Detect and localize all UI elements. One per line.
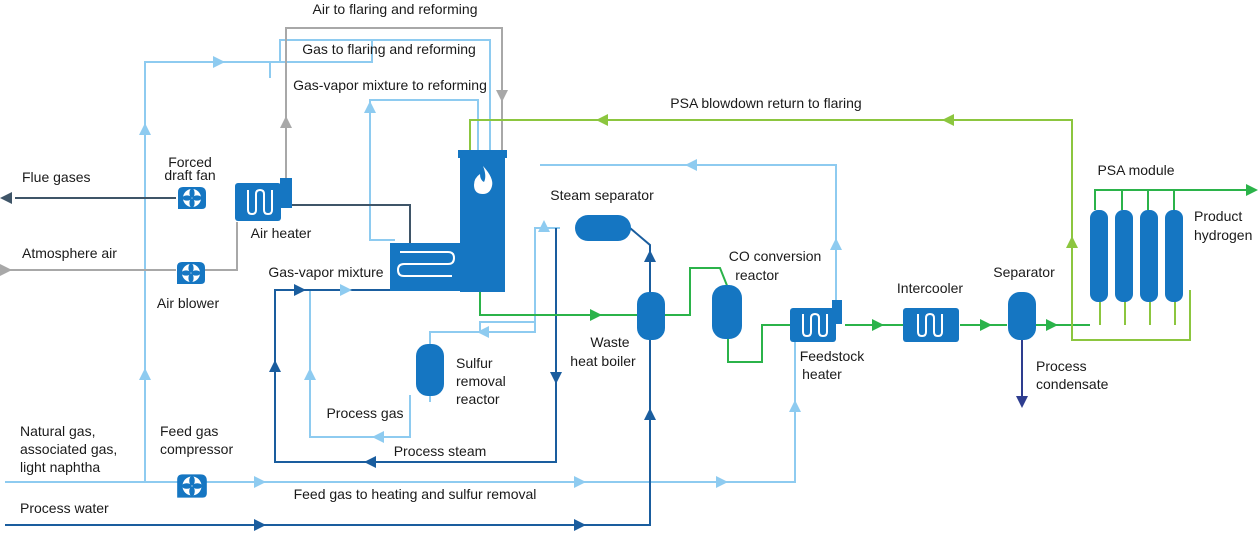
air-heater-icon [235, 178, 292, 221]
feed-gas-compressor-label-2: compressor [160, 441, 233, 457]
air-heater-label: Air heater [251, 225, 312, 241]
gas-to-flaring-label: Gas to flaring and reforming [302, 41, 476, 57]
co-conversion-label-2: reactor [735, 267, 779, 283]
sulfur-removal-label-3: reactor [456, 391, 500, 407]
psa-headers [1099, 300, 1176, 325]
steam-separator-icon [575, 215, 631, 241]
process-gas-label: Process gas [326, 405, 403, 421]
natural-gas-label-2: associated gas, [20, 441, 117, 457]
flue-gas-heater-line [280, 204, 411, 245]
gas-to-flaring-line [279, 39, 491, 160]
psa-module [1090, 189, 1183, 302]
feed-gas-compressor-icon [177, 474, 207, 498]
intercooler-icon [903, 308, 959, 342]
feed-gas-heating-label: Feed gas to heating and sulfur removal [294, 486, 537, 502]
feed-gas-compressor-label: Feed gas [160, 423, 218, 439]
separator-label: Separator [993, 264, 1055, 280]
feedstock-heater-label: Feedstock [800, 348, 866, 364]
gas-vapor-reforming-label: Gas-vapor mixture to reforming [293, 77, 487, 93]
process-condensate-label-2: condensate [1036, 376, 1109, 392]
flue-gases-label: Flue gases [22, 169, 90, 185]
air-to-flaring-label: Air to flaring and reforming [313, 1, 478, 17]
sulfur-removal-label: Sulfur [456, 355, 493, 371]
product-hydrogen-label: Product [1194, 208, 1242, 224]
psa-column-icon [1115, 210, 1133, 302]
steam-separator-label: Steam separator [550, 187, 654, 203]
psa-column-icon [1140, 210, 1158, 302]
natural-gas-label: Natural gas, [20, 423, 95, 439]
psa-blowdown-line [469, 119, 1073, 325]
co-conversion-reactor-icon [712, 285, 742, 339]
process-steam-label: Process steam [394, 443, 487, 459]
feedstock-heater-icon [790, 300, 842, 342]
flow-arrows [0, 56, 1258, 531]
natural-gas-label-3: light naphtha [20, 459, 100, 475]
psa-column-icon [1165, 210, 1183, 302]
separator-icon [1008, 292, 1036, 340]
air-blower-label: Air blower [157, 295, 220, 311]
product-hydrogen-label-2: hydrogen [1194, 227, 1252, 243]
sulfur-removal-reactor-icon [416, 344, 444, 396]
waste-heat-boiler-label: Waste [590, 334, 629, 350]
forced-draft-fan-icon [178, 187, 206, 209]
atmosphere-air-label: Atmosphere air [22, 245, 117, 261]
co-conversion-label: CO conversion [729, 248, 822, 264]
waste-heat-boiler-label-2: heat boiler [570, 353, 636, 369]
forced-draft-fan-label: Forced [168, 154, 212, 170]
flame-icon [474, 166, 493, 194]
intercooler-label: Intercooler [897, 280, 963, 296]
reformer-furnace [390, 150, 507, 292]
air-blower-icon [177, 262, 205, 284]
diagram-labels: Air to flaring and reforming Gas to flar… [20, 1, 1252, 516]
psa-blowdown-label: PSA blowdown return to flaring [670, 95, 861, 111]
feedstock-heater-label-2: heater [802, 366, 842, 382]
psa-column-icon [1090, 210, 1108, 302]
waste-heat-boiler-icon [637, 292, 665, 340]
psa-tail-line [1071, 290, 1191, 341]
forced-draft-fan-label-2: draft fan [164, 167, 215, 183]
process-condensate-label: Process [1036, 358, 1087, 374]
process-water-label: Process water [20, 500, 109, 516]
sulfur-removal-label-2: removal [456, 373, 506, 389]
gas-vapor-mixture-label: Gas-vapor mixture [268, 264, 383, 280]
light-blue-streams [5, 40, 837, 483]
psa-module-label: PSA module [1097, 162, 1174, 178]
